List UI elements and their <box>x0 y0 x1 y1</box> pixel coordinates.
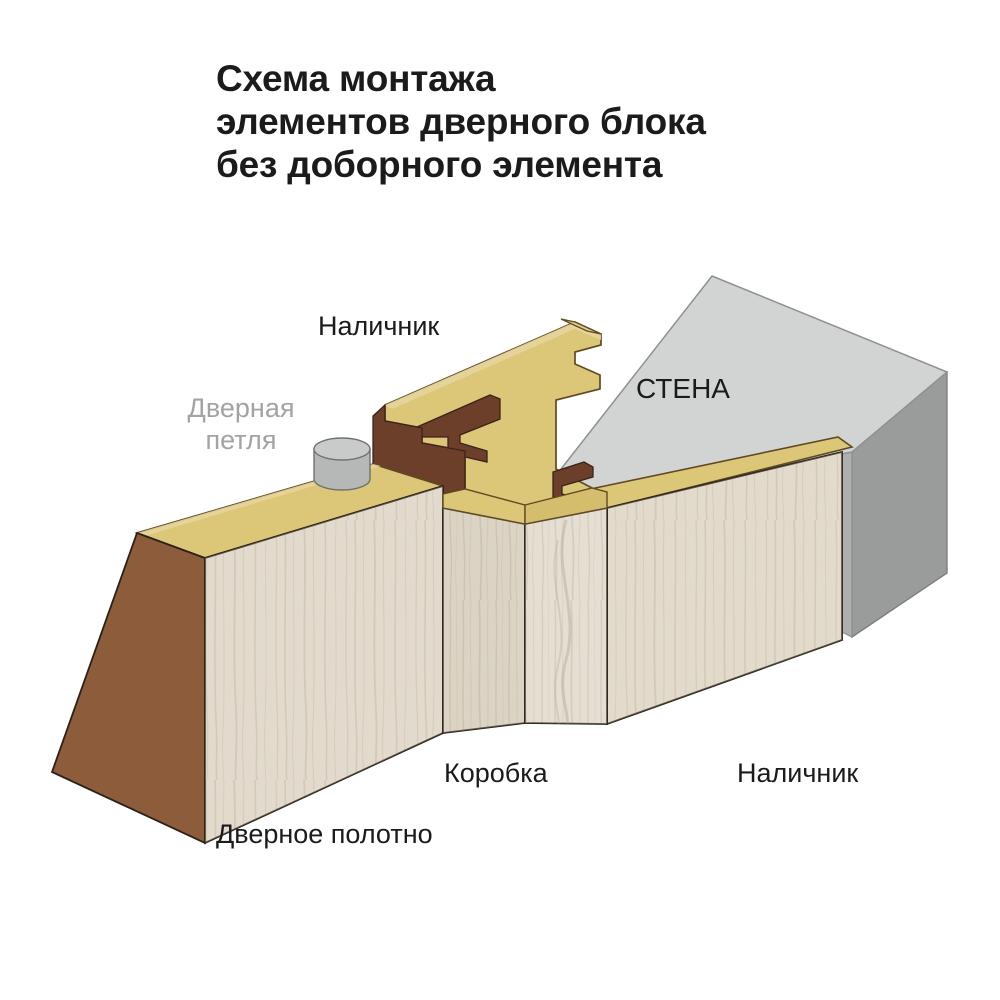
left-trim-strip <box>560 318 602 335</box>
door-leaf-edge-cap <box>50 531 206 845</box>
door-frame-box <box>442 506 608 735</box>
door-leaf-tint <box>205 486 443 843</box>
label-nalichnik-top: Наличник <box>318 311 440 341</box>
door-hinge <box>313 437 371 491</box>
right-trim-tint <box>607 452 842 724</box>
label-door-leaf: Дверное полотно <box>216 819 433 849</box>
door-leaf <box>50 463 446 845</box>
frame-top-highlight <box>385 322 601 409</box>
label-wall: СТЕНА <box>636 373 730 404</box>
label-door-hinge-line2: петля <box>205 425 277 456</box>
label-nalichnik-right: Наличник <box>737 758 859 788</box>
left-trim-top-strip <box>560 318 602 335</box>
title-line-1: Схема монтажа <box>216 58 496 99</box>
label-door-hinge-line1: Дверная <box>187 393 295 423</box>
label-door-hinge: Дверная петля <box>166 392 316 457</box>
upper-groove-slot <box>416 394 501 463</box>
hinge-cylinder-top <box>313 437 371 461</box>
box-left-tint <box>443 508 525 733</box>
box-right-figure <box>553 519 572 724</box>
title-line-3: без доборного элемента <box>216 143 663 185</box>
title-line-2: элементов дверного блока <box>216 100 706 142</box>
box-top-cap-right <box>524 487 608 525</box>
box-top-yellow-caps <box>442 487 608 525</box>
right-trim-board <box>578 436 854 726</box>
label-korobka: Коробка <box>444 758 548 788</box>
box-right-tint <box>525 508 607 724</box>
page-title: Схема монтажа элементов дверного блока б… <box>216 58 936 187</box>
